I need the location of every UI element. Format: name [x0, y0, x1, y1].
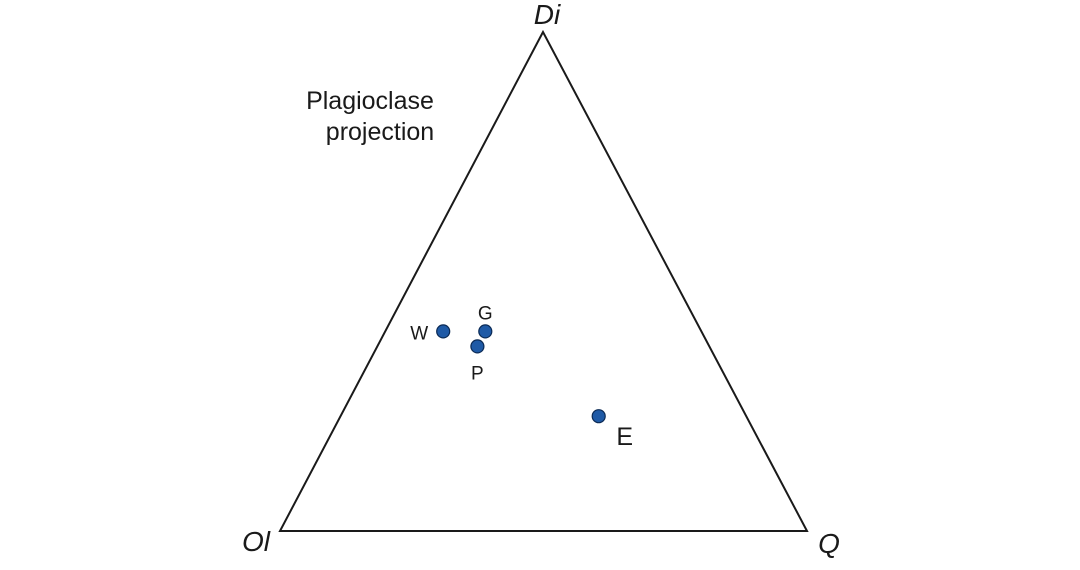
sample-point-g [478, 324, 493, 339]
sample-points: W G P E [410, 303, 633, 451]
sample-point-e [591, 409, 606, 424]
point-label-w: W [410, 323, 428, 344]
point-label-g: G [478, 303, 493, 324]
point-label-e: E [616, 423, 633, 451]
diagram-title-line-2: projection [326, 118, 434, 146]
point-label-p: P [471, 363, 484, 384]
sample-point-p [470, 339, 485, 354]
apex-label-q: Q [818, 528, 840, 559]
apex-label-ol: Ol [242, 526, 271, 557]
apex-label-di: Di [534, 0, 561, 30]
ternary-triangle [278, 29, 809, 532]
diagram-title-line-1: Plagioclase [306, 87, 434, 115]
sample-point-w [436, 324, 451, 339]
